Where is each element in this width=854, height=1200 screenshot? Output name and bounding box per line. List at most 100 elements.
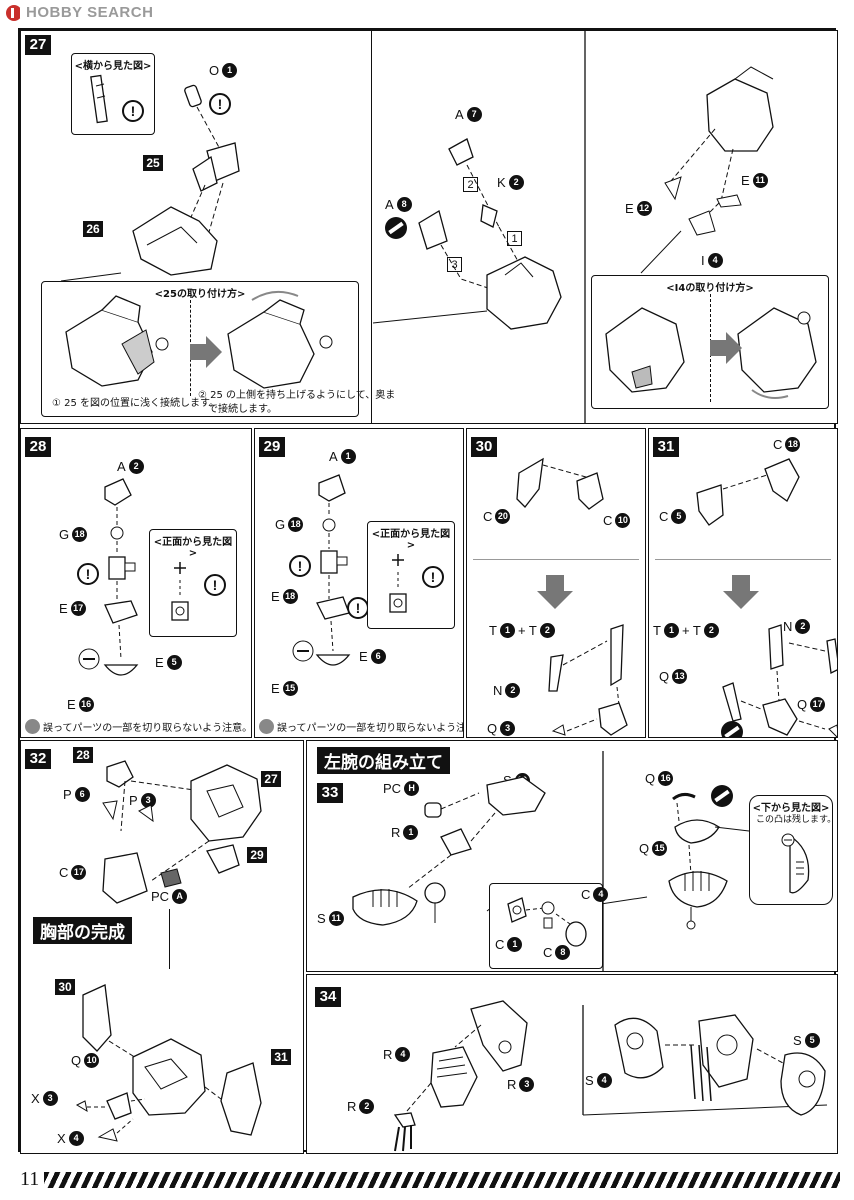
left-arm-assembly-title: 左腕の組み立て [317, 747, 450, 774]
ref-28: 28 [73, 747, 93, 763]
inset-title: <横から見た図> [74, 61, 152, 72]
cap-parts-inset [489, 883, 603, 969]
cap-parts-drawing [507, 897, 587, 947]
caution-icon [25, 719, 40, 734]
step-number: 29 [259, 437, 285, 457]
side-view-part-drawing [90, 74, 108, 124]
order-1: 1 [507, 231, 522, 246]
step-31-drawing [696, 458, 837, 737]
bottom-view-drawing [781, 833, 810, 894]
arrow-down-icon [537, 575, 573, 609]
ref-25: 25 [143, 155, 163, 171]
logo-icon [6, 4, 23, 21]
divider [473, 559, 639, 560]
step-number: 27 [25, 35, 51, 55]
note-1: ① 25 を図の位置に浅く接続します。 [52, 398, 220, 409]
arrow-right-icon [190, 336, 222, 368]
caution-icon: ! [77, 563, 99, 585]
step-28-drawing [78, 478, 139, 676]
front-view-inset: <正面から見た図> ! [367, 521, 455, 629]
step-27-mid-drawing [372, 31, 774, 423]
front-view-drawing [389, 554, 407, 613]
ref-30: 30 [55, 979, 75, 995]
divider [655, 559, 831, 560]
step-30-drawing [516, 457, 628, 736]
caution-icon: ! [122, 100, 144, 122]
step-number: 31 [653, 437, 679, 457]
note-2a: ② 25 の上側を持ち上げるようにして、奥ま [198, 390, 396, 401]
ref-29: 29 [247, 847, 267, 863]
step-number: 32 [25, 749, 51, 769]
chest-complete-title: 胸部の完成 [33, 917, 132, 944]
divider [371, 31, 372, 423]
hobby-search-logo[interactable]: HOBBY SEARCH [6, 4, 153, 21]
step-34-drawing [393, 1000, 828, 1152]
attach-I4-drawing [605, 307, 817, 399]
order-3: 3 [447, 257, 462, 272]
step-number: 34 [315, 987, 341, 1007]
step-number: 28 [25, 437, 51, 457]
step-33-right-drawing [668, 792, 750, 930]
caution-icon [259, 719, 274, 734]
arrow-right-icon [710, 332, 742, 364]
cut-mark-icon [711, 785, 733, 807]
step-32-bottom-drawing [75, 984, 262, 1142]
side-view-inset: <横から見た図> ! [71, 53, 155, 135]
front-view-inset: <正面から見た図> ! [149, 529, 237, 637]
caution-icon: ! [422, 566, 444, 588]
cut-mark-icon [385, 217, 407, 239]
step-number: 30 [471, 437, 497, 457]
inset-title: <正面から見た図> [153, 537, 233, 559]
step-number: 33 [317, 783, 343, 803]
ref-26: 26 [83, 221, 103, 237]
front-view-drawing [171, 562, 189, 621]
note-2b: で接続します。 [208, 404, 277, 415]
step-32-top-drawing [102, 760, 262, 904]
ref-31: 31 [271, 1049, 291, 1065]
